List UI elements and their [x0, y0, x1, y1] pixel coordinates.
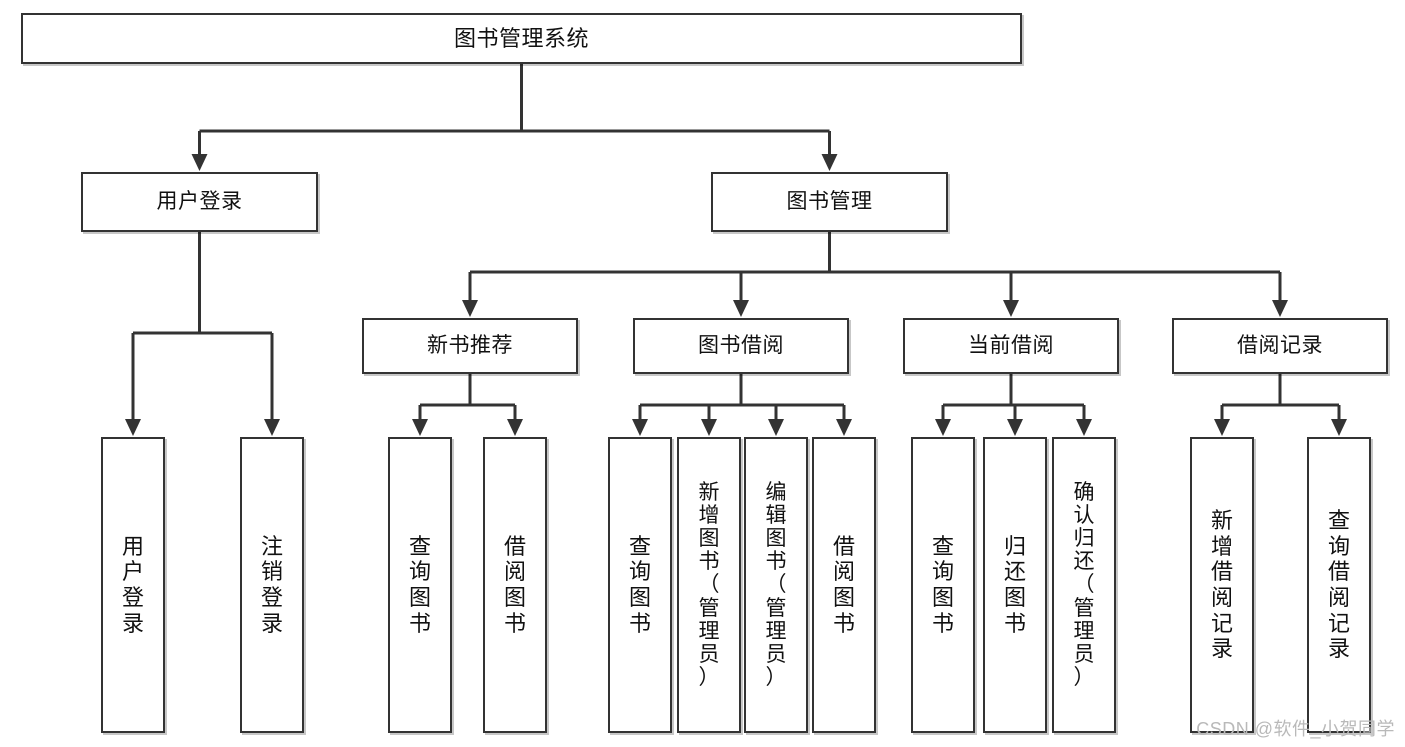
node-current-borrow[interactable]: 当前借阅 [903, 318, 1119, 374]
node-leaf-query-book-rec[interactable]: 查 询 图 书 [388, 437, 452, 733]
node-new-book-rec[interactable]: 新书推荐 [362, 318, 578, 374]
arrowhead-icon [1007, 419, 1023, 436]
arrowhead-icon [768, 419, 784, 436]
node-leaf-borrow-book-rec[interactable]: 借 阅 图 书 [483, 437, 547, 733]
node-borrow-record[interactable]: 借阅记录 [1172, 318, 1388, 374]
node-label: 查 询 借 阅 记 录 [1327, 508, 1350, 662]
arrowhead-icon [935, 419, 951, 436]
arrowhead-icon [264, 419, 280, 436]
node-label: 用 户 登 录 [121, 533, 144, 636]
node-leaf-query-book-cur[interactable]: 查 询 图 书 [911, 437, 975, 733]
node-label: 图书借阅 [698, 333, 784, 357]
node-leaf-borrow-book[interactable]: 借 阅 图 书 [812, 437, 876, 733]
arrowhead-icon [1003, 300, 1019, 317]
arrowhead-icon [836, 419, 852, 436]
arrowhead-icon [1272, 300, 1288, 317]
node-leaf-add-book[interactable]: 新 增 图 书 （ 管 理 员 ） [677, 437, 741, 733]
node-leaf-edit-book[interactable]: 编 辑 图 书 （ 管 理 员 ） [744, 437, 808, 733]
arrowhead-icon [412, 419, 428, 436]
node-label: 确 认 归 还 （ 管 理 员 ） [1073, 481, 1095, 689]
node-label: 新书推荐 [427, 333, 513, 357]
node-leaf-logout[interactable]: 注 销 登 录 [240, 437, 304, 733]
node-label: 归 还 图 书 [1003, 533, 1026, 636]
node-label: 图书管理系统 [453, 25, 589, 51]
node-label: 新 增 借 阅 记 录 [1210, 508, 1233, 662]
arrowhead-icon [821, 154, 838, 171]
arrowhead-icon [1076, 419, 1092, 436]
arrowhead-icon [462, 300, 478, 317]
arrowhead-icon [733, 300, 749, 317]
node-leaf-query-record[interactable]: 查 询 借 阅 记 录 [1307, 437, 1371, 733]
node-label: 新 增 图 书 （ 管 理 员 ） [698, 481, 720, 689]
arrowhead-icon [507, 419, 523, 436]
node-label: 编 辑 图 书 （ 管 理 员 ） [765, 481, 787, 689]
node-leaf-query-book-borrow[interactable]: 查 询 图 书 [608, 437, 672, 733]
node-label: 借 阅 图 书 [832, 533, 855, 636]
node-label: 用户登录 [156, 189, 243, 213]
node-label: 当前借阅 [968, 333, 1054, 357]
node-label: 借阅记录 [1237, 333, 1323, 357]
node-label: 查 询 图 书 [931, 533, 954, 636]
node-root[interactable]: 图书管理系统 [21, 13, 1022, 64]
node-book-manage[interactable]: 图书管理 [711, 172, 948, 232]
node-label: 查 询 图 书 [628, 533, 651, 636]
watermark-text: CSDN @软件_小贺同学 [1196, 719, 1395, 739]
node-label: 借 阅 图 书 [503, 533, 526, 636]
node-label: 查 询 图 书 [408, 533, 431, 636]
node-leaf-user-login[interactable]: 用 户 登 录 [101, 437, 165, 733]
node-leaf-add-record[interactable]: 新 增 借 阅 记 录 [1190, 437, 1254, 733]
arrowhead-icon [701, 419, 717, 436]
arrowhead-icon [1331, 419, 1347, 436]
node-leaf-confirm-return[interactable]: 确 认 归 还 （ 管 理 员 ） [1052, 437, 1116, 733]
arrowhead-icon [125, 419, 141, 436]
node-book-borrow[interactable]: 图书借阅 [633, 318, 849, 374]
arrowhead-icon [1214, 419, 1230, 436]
node-leaf-return-book[interactable]: 归 还 图 书 [983, 437, 1047, 733]
node-label: 图书管理 [786, 189, 873, 213]
arrowhead-icon [191, 154, 208, 171]
node-label: 注 销 登 录 [260, 533, 283, 636]
arrowhead-icon [632, 419, 648, 436]
node-user-login[interactable]: 用户登录 [81, 172, 318, 232]
